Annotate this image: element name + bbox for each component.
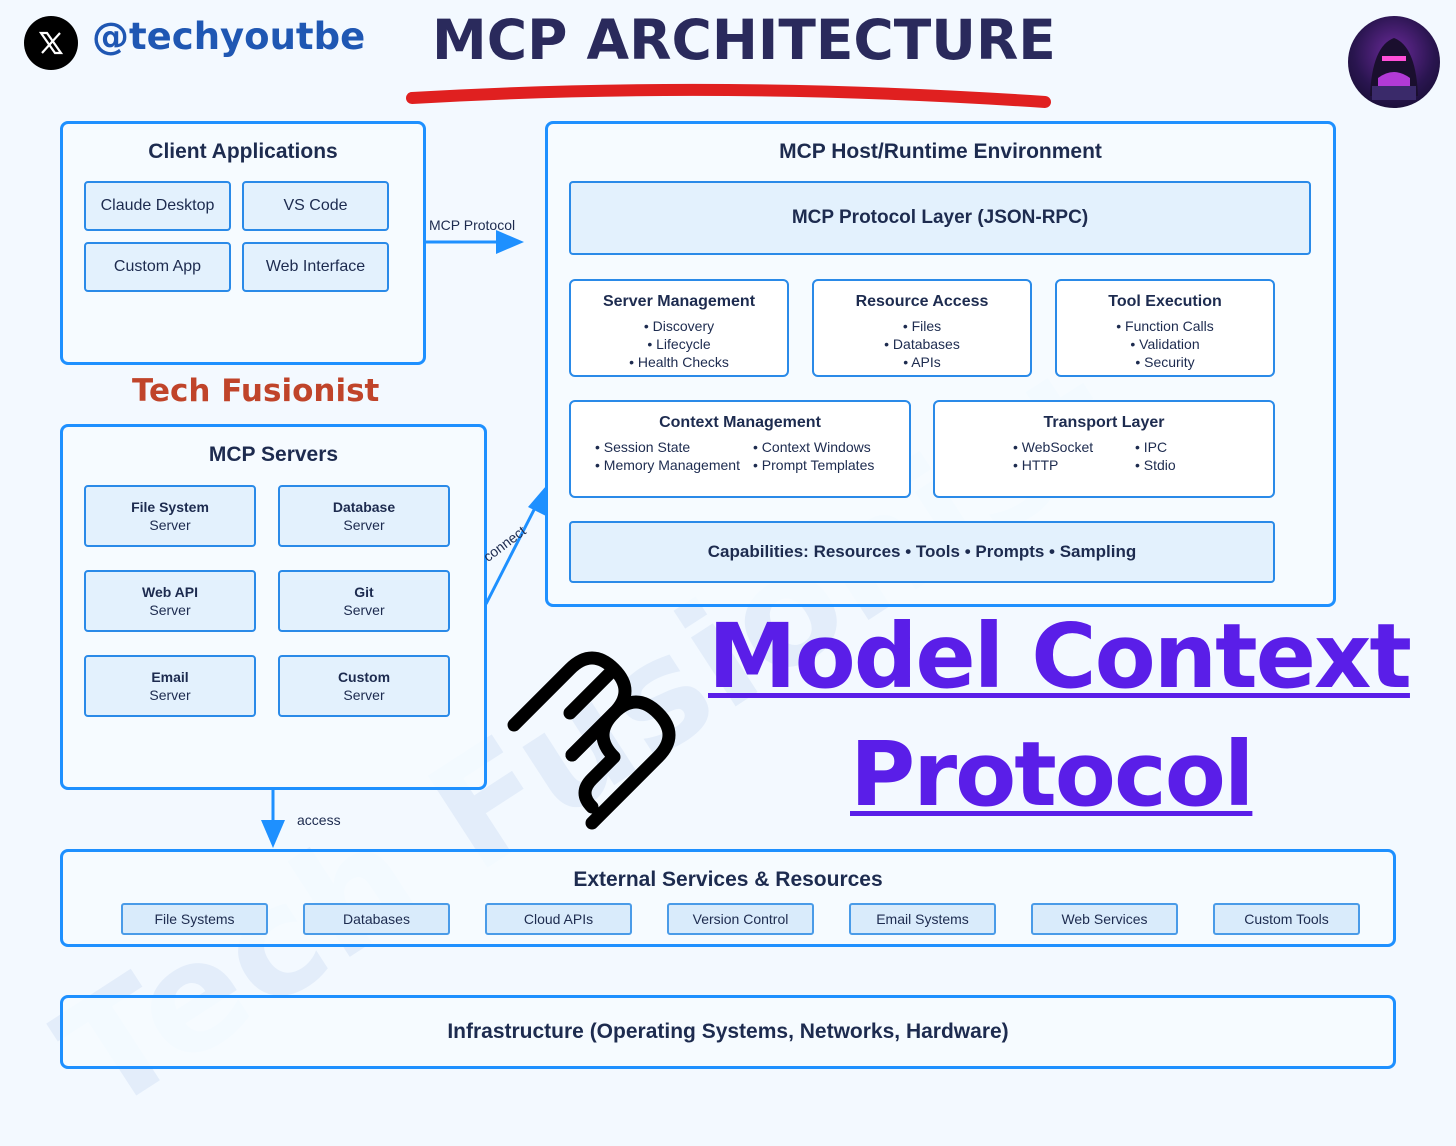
external-web-services[interactable]: Web Services xyxy=(1031,903,1178,935)
server-name: Email xyxy=(151,669,189,685)
list-item: • Discovery xyxy=(643,318,715,334)
connect-arrow xyxy=(484,486,546,605)
external-email-systems[interactable]: Email Systems xyxy=(849,903,996,935)
x-logo-icon[interactable] xyxy=(24,16,78,70)
list-item: • Databases xyxy=(884,336,960,352)
brand-name: Tech Fusionist xyxy=(132,373,380,409)
external-file-systems[interactable]: File Systems xyxy=(121,903,268,935)
server-name: Custom xyxy=(337,669,391,685)
transport-layer-box[interactable]: Transport Layer • WebSocket • HTTP • IPC… xyxy=(933,400,1275,498)
access-label: access xyxy=(297,812,341,828)
client-app-vs-code[interactable]: VS Code xyxy=(242,181,389,231)
list-item: • Prompt Templates xyxy=(753,457,875,473)
list-item: • Security xyxy=(1135,354,1195,370)
server-kind: Server xyxy=(149,687,191,703)
list-item: • APIs xyxy=(903,354,941,370)
capabilities-bar[interactable]: Capabilities: Resources • Tools • Prompt… xyxy=(569,521,1275,583)
list-item: • Health Checks xyxy=(629,354,729,370)
page-title: MCP ARCHITECTURE xyxy=(432,8,1056,72)
server-web-api[interactable]: Web API Server xyxy=(84,570,256,632)
access-arrow xyxy=(261,790,285,848)
server-name: Web API xyxy=(141,584,198,600)
server-management-box[interactable]: Server Management • Discovery • Lifecycl… xyxy=(569,279,789,377)
list-item: • Function Calls xyxy=(1116,318,1214,334)
title-underline xyxy=(406,83,1051,108)
external-version-control[interactable]: Version Control xyxy=(667,903,814,935)
server-kind: Server xyxy=(343,517,385,533)
mcp-logo-icon xyxy=(507,651,676,830)
list-item: • Files xyxy=(902,318,942,334)
list-item: • Context Windows xyxy=(753,439,871,455)
transport-layer-title: Transport Layer xyxy=(1043,414,1165,431)
server-kind: Server xyxy=(149,517,191,533)
client-applications-title: Client Applications xyxy=(148,140,338,163)
list-item: • Memory Management xyxy=(595,457,740,473)
list-item: • Session State xyxy=(595,439,691,455)
list-item: • Validation xyxy=(1130,336,1200,352)
server-name: File System xyxy=(131,499,209,515)
hero-line-2: Protocol xyxy=(850,722,1254,826)
avatar[interactable] xyxy=(1348,16,1440,108)
hero-line-1: Model Context xyxy=(708,604,1412,708)
external-services-title: External Services & Resources xyxy=(573,868,883,891)
server-management-title: Server Management xyxy=(602,293,756,310)
client-app-claude-desktop[interactable]: Claude Desktop xyxy=(84,181,231,231)
protocol-layer[interactable]: MCP Protocol Layer (JSON-RPC) xyxy=(569,181,1311,255)
client-app-web-interface[interactable]: Web Interface xyxy=(242,242,389,292)
tool-execution-box[interactable]: Tool Execution • Function Calls • Valida… xyxy=(1055,279,1275,377)
resource-access-title: Resource Access xyxy=(855,293,989,310)
external-databases[interactable]: Databases xyxy=(303,903,450,935)
mcp-host-title: MCP Host/Runtime Environment xyxy=(779,140,1102,163)
infrastructure-panel: Infrastructure (Operating Systems, Netwo… xyxy=(60,995,1396,1069)
server-name: Database xyxy=(332,499,396,515)
list-item: • HTTP xyxy=(1013,457,1059,473)
external-custom-tools[interactable]: Custom Tools xyxy=(1213,903,1360,935)
resource-access-box[interactable]: Resource Access • Files • Databases • AP… xyxy=(812,279,1032,377)
list-item: • IPC xyxy=(1135,439,1168,455)
infrastructure-label: Infrastructure (Operating Systems, Netwo… xyxy=(447,1020,1009,1043)
external-cloud-apis[interactable]: Cloud APIs xyxy=(485,903,632,935)
client-app-custom-app[interactable]: Custom App xyxy=(84,242,231,292)
mcp-protocol-arrow xyxy=(426,230,524,254)
server-kind: Server xyxy=(149,602,191,618)
context-management-title: Context Management xyxy=(659,414,821,431)
mcp-servers-title: MCP Servers xyxy=(208,443,339,466)
server-kind: Server xyxy=(343,687,385,703)
tool-execution-title: Tool Execution xyxy=(1108,293,1222,310)
handle-link[interactable]: @techyoutbe xyxy=(92,15,366,58)
context-management-box[interactable]: Context Management • Session State • Mem… xyxy=(569,400,911,498)
list-item: • Lifecycle xyxy=(647,336,711,352)
server-name: Git xyxy=(354,584,374,600)
server-kind: Server xyxy=(343,602,385,618)
mcp-protocol-label: MCP Protocol xyxy=(429,217,516,233)
list-item: • WebSocket xyxy=(1013,439,1094,455)
list-item: • Stdio xyxy=(1135,457,1176,473)
